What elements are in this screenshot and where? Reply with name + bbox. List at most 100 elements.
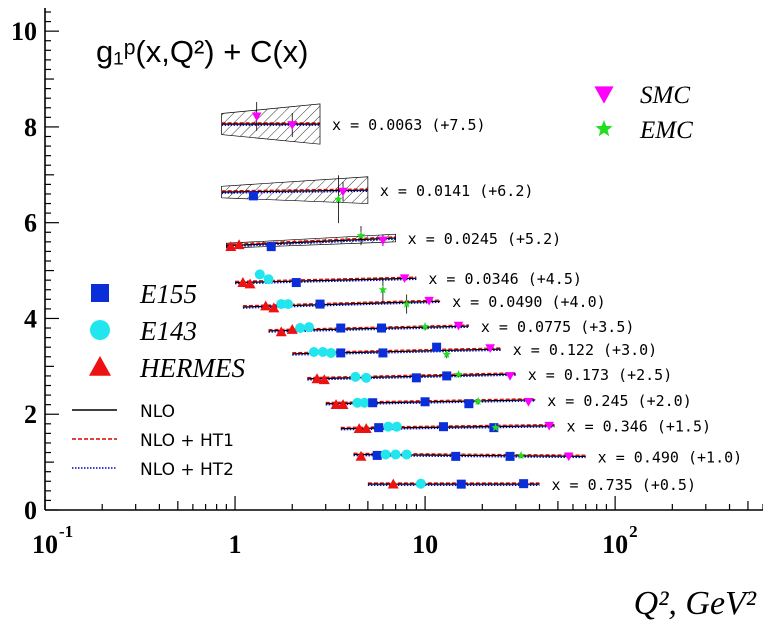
bin-label-10: x = 0.490 (+1.0) <box>598 448 743 466</box>
bin-label-2: x = 0.0245 (+5.2) <box>408 230 562 248</box>
point-emc-2-3 <box>356 231 366 240</box>
y-tick-label-10: 10 <box>11 17 37 46</box>
ht1-curve-4 <box>242 299 441 307</box>
bin-label-8: x = 0.245 (+2.0) <box>547 392 692 410</box>
x-axis-label: Q², GeV² <box>634 585 757 622</box>
bin-label-6: x = 0.122 (+3.0) <box>513 341 658 359</box>
ht2-curve-2 <box>226 238 396 248</box>
bin-label-11: x = 0.735 (+0.5) <box>551 476 696 494</box>
y-tick-label-2: 2 <box>24 400 37 429</box>
ht2-curve-3 <box>235 278 417 285</box>
legend-marker-smc <box>594 86 614 104</box>
point-hermes-4-0 <box>260 300 272 311</box>
point-e143-6-2 <box>326 347 337 358</box>
point-e143-3-3 <box>263 274 274 285</box>
point-hermes-9-1 <box>360 423 372 433</box>
legend-label-e155: E155 <box>139 279 197 309</box>
point-hermes-11-0 <box>387 478 399 489</box>
point-smc-0-0 <box>251 112 262 122</box>
point-e155-5-4 <box>336 323 346 333</box>
bin-label-7: x = 0.173 (+2.5) <box>528 366 673 384</box>
point-e143-10-3 <box>390 449 401 460</box>
point-e155-9-5 <box>438 422 448 432</box>
point-hermes-7-1 <box>318 374 330 385</box>
point-e143-8-2 <box>352 397 363 408</box>
legend-marker-hermes <box>89 356 111 376</box>
point-smc-1-1 <box>338 187 348 197</box>
point-e155-10-6 <box>505 451 515 461</box>
point-smc-0-1 <box>287 121 298 130</box>
point-smc-9-8 <box>544 421 555 431</box>
point-e143-5-2 <box>295 323 306 334</box>
point-hermes-7-0 <box>311 373 323 384</box>
legend-label-smc: SMC <box>640 82 690 109</box>
legend-marker-e143 <box>90 320 110 340</box>
x-tick-sup-3: 2 <box>629 522 638 541</box>
nlo-curve-7 <box>307 373 516 380</box>
ht2-curve-9 <box>340 426 555 431</box>
point-smc-5-7 <box>453 321 464 331</box>
point-smc-7-7 <box>505 372 515 381</box>
x-tick-label-3: 10 <box>602 530 628 559</box>
point-emc-6-6 <box>442 349 451 358</box>
legend-label-hermes: HERMES <box>139 353 245 383</box>
x-tick-label-2: 10 <box>412 530 438 559</box>
point-smc-10-8 <box>563 452 574 462</box>
point-e155-8-6 <box>464 399 474 409</box>
point-hermes-4-1 <box>268 302 280 313</box>
nlo-curve-2 <box>226 237 396 247</box>
point-emc-9-7 <box>491 423 500 432</box>
point-e155-6-4 <box>378 348 388 358</box>
point-e155-11-3 <box>519 479 529 489</box>
point-e155-10-1 <box>372 450 382 460</box>
point-emc-4-5 <box>378 285 388 294</box>
ht2-curve-8 <box>325 400 536 406</box>
y-tick-label-6: 6 <box>24 209 37 238</box>
point-e155-8-4 <box>368 398 378 408</box>
point-smc-8-8 <box>523 397 534 407</box>
point-e143-11-1 <box>415 478 426 489</box>
point-e155-4-4 <box>315 299 325 309</box>
point-e143-9-3 <box>383 421 394 432</box>
point-hermes-10-0 <box>355 450 367 461</box>
bin-labels: x = 0.0063 (+7.5)x = 0.0141 (+6.2)x = 0.… <box>332 116 742 494</box>
point-e143-6-1 <box>317 346 328 357</box>
chart-title: g₁ᵖ(x,Q²) + C(x) <box>96 34 308 69</box>
point-smc-3-5 <box>399 274 410 284</box>
y-tick-label-4: 4 <box>24 304 37 333</box>
point-e143-3-2 <box>254 269 265 280</box>
point-e143-9-4 <box>391 421 402 432</box>
point-e155-2-2 <box>266 242 276 252</box>
ht1-curve-7 <box>307 372 516 379</box>
bin-label-3: x = 0.0346 (+4.5) <box>428 270 582 288</box>
point-hermes-8-0 <box>330 399 342 410</box>
point-emc-1-2 <box>334 194 343 203</box>
data-markers <box>225 102 574 489</box>
ht1-curve-8 <box>325 398 536 404</box>
legend-label-emc: EMC <box>639 117 693 144</box>
ht1-curve-6 <box>292 347 501 354</box>
point-e143-8-3 <box>359 397 370 408</box>
point-emc-5-6 <box>420 322 430 331</box>
legend-line-label-0: NLO <box>140 402 175 422</box>
x-tick-label-1: 1 <box>229 530 242 559</box>
point-hermes-3-1 <box>244 278 256 289</box>
bin-label-9: x = 0.346 (+1.5) <box>567 418 712 436</box>
point-e143-5-3 <box>303 322 314 333</box>
legend-marker-emc <box>595 120 613 137</box>
point-e155-7-5 <box>442 371 452 381</box>
y-tick-label-8: 8 <box>24 113 37 142</box>
ht1-curve-2 <box>226 236 396 246</box>
point-hermes-5-1 <box>286 323 298 334</box>
bin-label-5: x = 0.0775 (+3.5) <box>481 318 635 336</box>
point-hermes-5-0 <box>275 326 287 337</box>
point-e143-6-0 <box>308 346 319 357</box>
y-tick-label-0: 0 <box>24 496 37 525</box>
point-e155-6-5 <box>432 342 442 352</box>
point-hermes-2-0 <box>225 241 237 252</box>
legend-line-label-1: NLO + HT1 <box>140 431 234 451</box>
point-e155-5-5 <box>377 323 387 333</box>
point-hermes-9-0 <box>353 423 365 433</box>
